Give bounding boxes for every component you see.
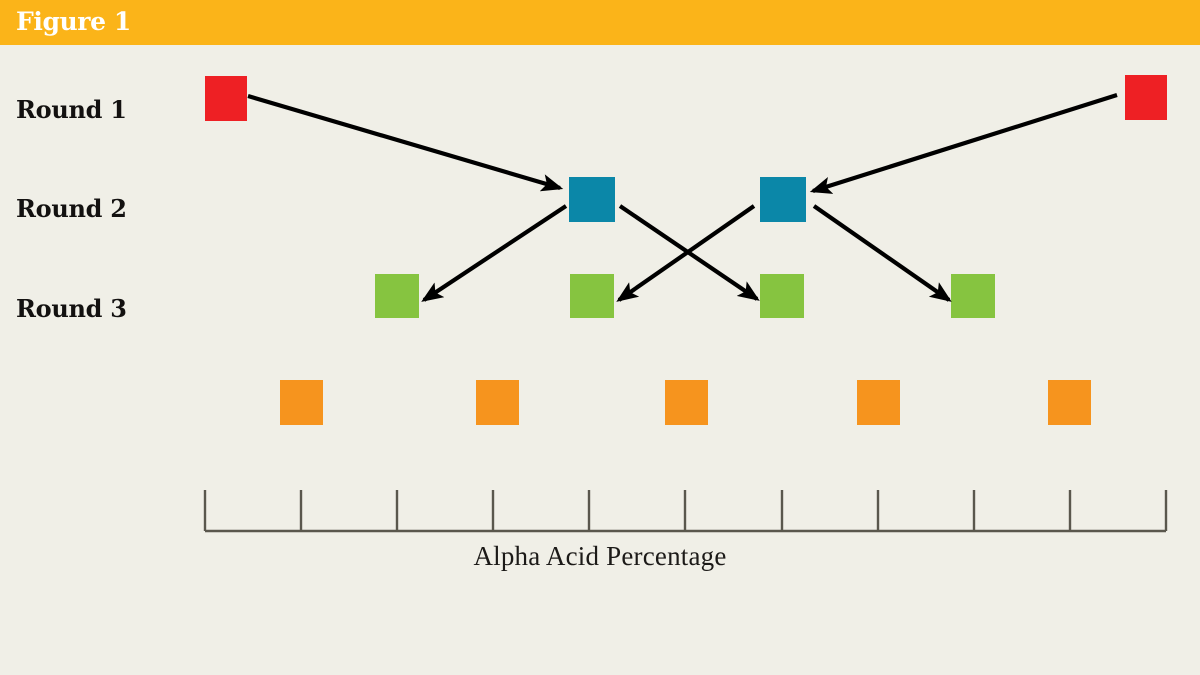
- round4-square-4[interactable]: [857, 380, 900, 425]
- row-label-round-1: Round 1: [16, 95, 127, 124]
- round2-square-left[interactable]: [569, 177, 615, 222]
- round4-square-2[interactable]: [476, 380, 519, 425]
- round2-square-right[interactable]: [760, 177, 806, 222]
- row-label-round-3: Round 3: [16, 294, 127, 323]
- round3-square-4[interactable]: [951, 274, 995, 318]
- round3-square-3[interactable]: [760, 274, 804, 318]
- round3-square-1[interactable]: [375, 274, 419, 318]
- axis-label: Alpha Acid Percentage: [473, 541, 727, 571]
- round3-square-2[interactable]: [570, 274, 614, 318]
- figure-header-bar: Figure 1: [0, 0, 1200, 45]
- row-label-round-2: Round 2: [16, 194, 127, 223]
- figure-title: Figure 1: [16, 7, 131, 36]
- round1-square-right[interactable]: [1125, 75, 1167, 120]
- round4-square-3[interactable]: [665, 380, 708, 425]
- round4-square-5[interactable]: [1048, 380, 1091, 425]
- round1-square-left[interactable]: [205, 76, 247, 121]
- round4-square-1[interactable]: [280, 380, 323, 425]
